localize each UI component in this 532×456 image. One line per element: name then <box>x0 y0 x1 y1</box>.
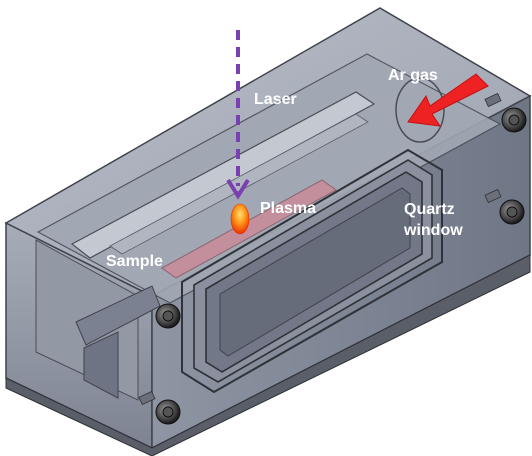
plasma-plume <box>230 203 250 235</box>
window-frame-outer <box>181 148 443 394</box>
bolts <box>138 92 527 425</box>
back-rail <box>70 91 376 259</box>
laser-arrowhead-icon <box>226 178 250 200</box>
label-quartz: Quartz <box>404 201 455 218</box>
sample-bar <box>161 179 337 279</box>
hex-bolt-icon <box>484 188 525 225</box>
hex-bolt-icon <box>155 303 181 329</box>
hex-bolt-icon <box>484 92 527 133</box>
label-sample: Sample <box>106 253 163 270</box>
quartz-window <box>181 148 443 394</box>
laser-beam <box>226 30 250 200</box>
label-window: window <box>403 222 463 239</box>
window-glass-inner <box>219 187 411 357</box>
gas-inlet-arrow-icon <box>407 73 489 127</box>
label-ar-gas: Ar gas <box>388 67 438 84</box>
inner-cavity <box>36 53 502 304</box>
sample-holder <box>75 285 161 346</box>
holder-wedge <box>83 331 119 399</box>
base-plate <box>5 254 531 456</box>
label-plasma: Plasma <box>260 200 316 217</box>
label-laser: Laser <box>254 91 297 108</box>
gas-port <box>395 77 445 143</box>
hex-bolt-icon <box>138 390 181 425</box>
